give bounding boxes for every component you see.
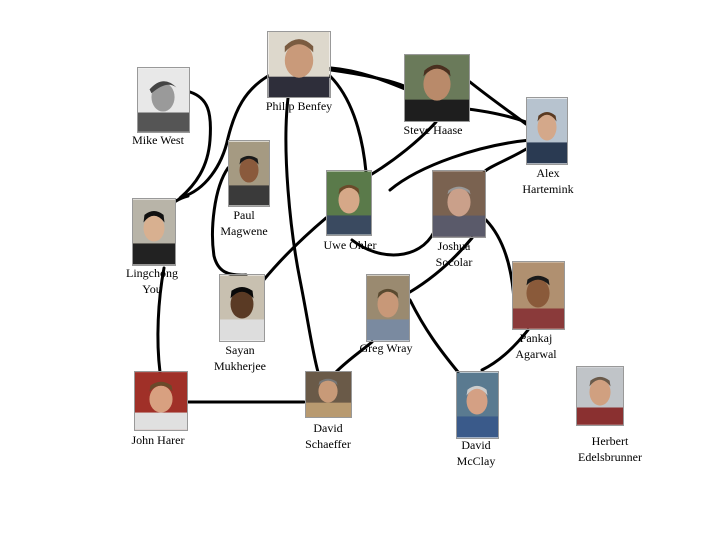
edge-philip-davids bbox=[284, 96, 320, 374]
person-icon bbox=[135, 372, 187, 430]
person-icon bbox=[220, 275, 264, 341]
person-icon bbox=[306, 372, 351, 417]
label-greg-wray: Greg Wray bbox=[359, 341, 413, 355]
edge-mike-lingchong bbox=[178, 90, 212, 200]
label-uwe-ohler: Uwe Ohler bbox=[323, 238, 377, 252]
person-icon bbox=[433, 171, 485, 237]
label-philip-benfey: Philip Benfey bbox=[265, 99, 333, 113]
person-icon bbox=[457, 372, 498, 438]
person-icon bbox=[327, 171, 371, 235]
label-lingchong-you: Lingchong You bbox=[126, 266, 178, 296]
photo-david-mcclay bbox=[456, 371, 499, 439]
photo-lingchong-you bbox=[132, 198, 176, 266]
person-icon bbox=[229, 141, 269, 206]
label-alex-hartemink: Alex Hartemink bbox=[522, 166, 574, 196]
edge-paul-sayan bbox=[211, 166, 248, 277]
label-steve-haase: Steve Haase bbox=[403, 123, 463, 137]
person-icon bbox=[527, 98, 567, 164]
photo-greg-wray bbox=[366, 274, 410, 342]
label-joshua-socolar: Joshua Socolar bbox=[435, 239, 473, 269]
edge-uwe-sayan bbox=[260, 216, 328, 284]
person-icon bbox=[577, 367, 623, 425]
edge-alex-uwe bbox=[388, 138, 532, 192]
edge-pankaj-davidm bbox=[480, 328, 530, 372]
person-icon bbox=[405, 55, 469, 121]
label-pankaj-agarwal: Pankaj Agarwal bbox=[515, 331, 557, 361]
person-icon bbox=[138, 68, 189, 132]
photo-paul-magwene bbox=[228, 140, 270, 207]
edge-joshua-greg bbox=[408, 236, 474, 294]
label-john-harer: John Harer bbox=[131, 433, 185, 447]
label-mike-west: Mike West bbox=[132, 133, 184, 147]
photo-pankaj-agarwal bbox=[512, 261, 565, 330]
photo-alex-hartemink bbox=[526, 97, 568, 165]
edge-greg-davidm bbox=[408, 298, 460, 374]
edge-joshua-uwe bbox=[350, 230, 436, 257]
photo-sayan-mukherjee bbox=[219, 274, 265, 342]
edge-philip-mike bbox=[180, 74, 270, 199]
label-paul-magwene: Paul Magwene bbox=[220, 208, 268, 238]
photo-john-harer bbox=[134, 371, 188, 431]
person-icon bbox=[367, 275, 409, 341]
label-herbert-edelsbrunner: Herbert Edelsbrunner bbox=[578, 434, 642, 464]
photo-steve-haase bbox=[404, 54, 470, 122]
label-sayan-mukherjee: Sayan Mukherjee bbox=[214, 343, 266, 373]
person-icon bbox=[268, 32, 330, 97]
photo-joshua-socolar bbox=[432, 170, 486, 238]
person-icon bbox=[513, 262, 564, 329]
photo-mike-west bbox=[137, 67, 190, 133]
edge-steve-uwe bbox=[370, 120, 438, 176]
photo-david-schaeffer bbox=[305, 371, 352, 418]
edge-philip-uwe bbox=[328, 74, 368, 174]
photo-herbert-edelsbrunner bbox=[576, 366, 624, 426]
edge-greg-davids bbox=[334, 340, 374, 374]
label-david-mcclay: David McClay bbox=[456, 438, 496, 468]
photo-uwe-ohler bbox=[326, 170, 372, 236]
edge-lingchong-john bbox=[156, 266, 166, 374]
label-david-schaeffer: David Schaeffer bbox=[305, 421, 351, 451]
photo-philip-benfey bbox=[267, 31, 331, 98]
person-icon bbox=[133, 199, 175, 265]
